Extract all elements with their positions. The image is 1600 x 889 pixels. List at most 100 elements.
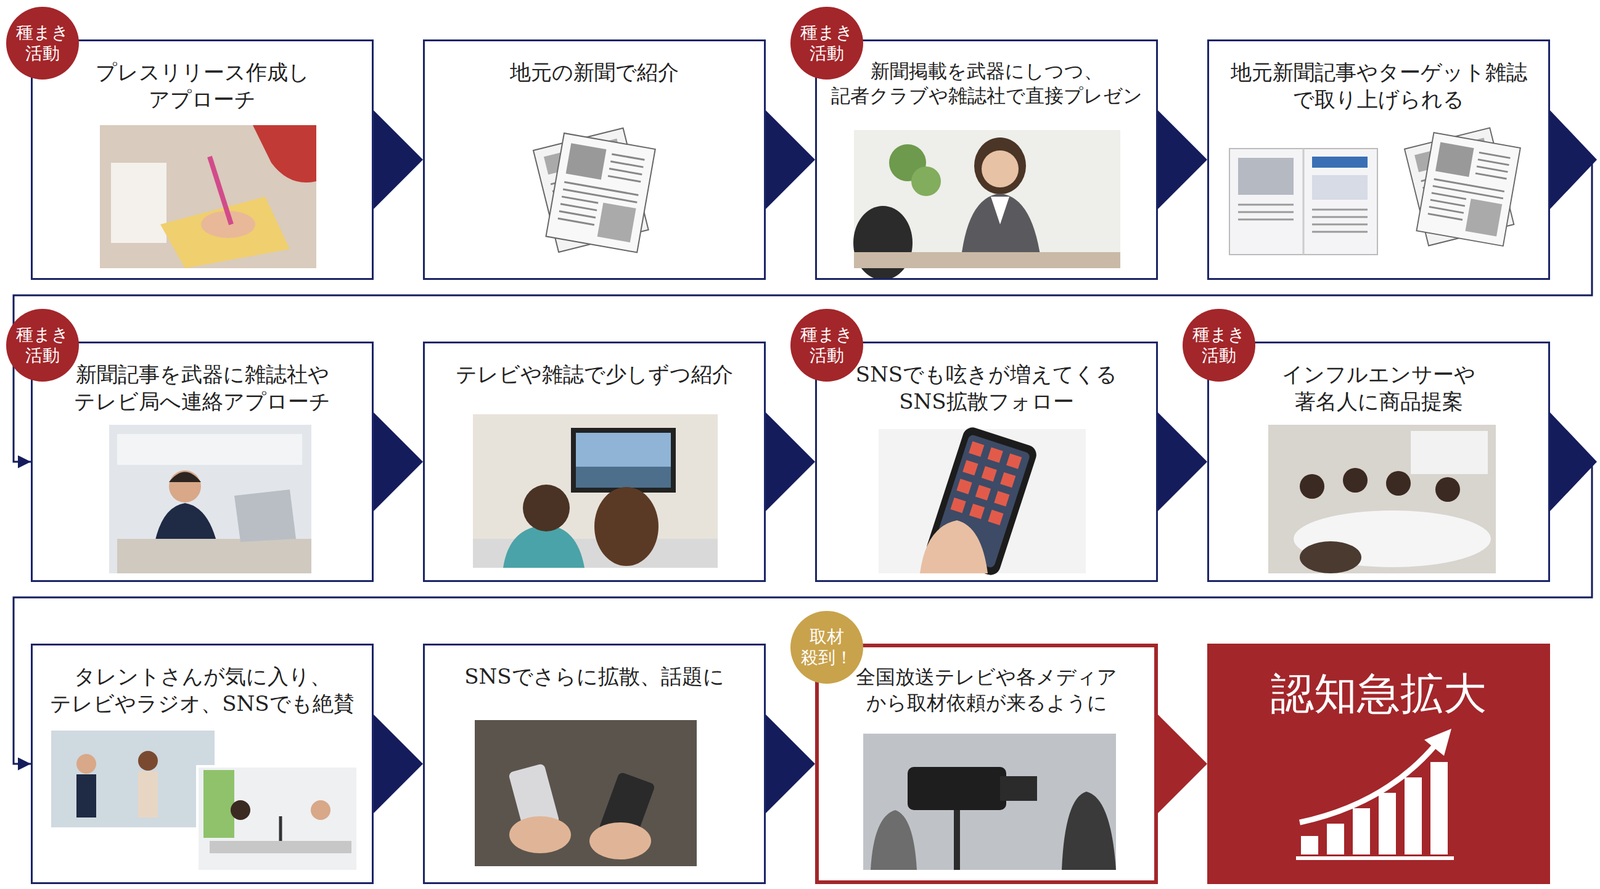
- photo-meeting: [1268, 424, 1496, 574]
- photo-ground: [1268, 424, 1496, 574]
- chevron-connector: [1157, 412, 1208, 512]
- photo-ground: [474, 720, 697, 867]
- photo-tv: [472, 414, 718, 568]
- face: [981, 150, 1019, 188]
- step-text: SNSでも呟きが増えてくる SNS拡散フォロー: [823, 360, 1150, 415]
- connector-group: [1157, 714, 1208, 814]
- connector-group: [13, 110, 1597, 462]
- tv-sky: [575, 432, 671, 467]
- step-box: 新聞掲載を武器にしつつ、 記者クラブや雑誌社で直接プレゼン: [815, 39, 1158, 280]
- tv: [570, 427, 676, 493]
- step-box: プレスリリース作成し アプローチ: [30, 39, 374, 280]
- chevron-connector: [765, 110, 816, 210]
- screen: [1410, 430, 1488, 475]
- connector-group: [765, 110, 816, 210]
- connector-group: [1157, 110, 1208, 210]
- chart-bar: [1404, 777, 1422, 855]
- result-panel: [1207, 643, 1551, 885]
- camera-body: [907, 767, 1007, 811]
- camera-lens: [1000, 776, 1038, 801]
- hair: [168, 472, 202, 483]
- desk: [117, 538, 312, 574]
- hand: [919, 520, 988, 574]
- step-box: SNSでさらに拡散、話題に: [422, 643, 766, 885]
- chart-bar: [1300, 836, 1319, 855]
- person: [1299, 474, 1325, 499]
- person: [1061, 791, 1116, 870]
- wall-panel: [203, 770, 235, 838]
- photo-ground: [472, 414, 718, 568]
- connector-group: [1157, 412, 1208, 512]
- magazine: [1229, 148, 1378, 255]
- chevron-connector: [373, 110, 423, 210]
- microphone: [279, 816, 283, 842]
- chart-bar: [1326, 823, 1345, 855]
- badge-text: 種まき 活動: [6, 22, 79, 64]
- seed-badge: 種まき 活動: [6, 6, 79, 80]
- photo-ground: [878, 429, 1086, 574]
- connector-group: [373, 714, 423, 814]
- plant: [911, 166, 941, 197]
- hair: [974, 137, 1026, 195]
- photo-talent: [51, 730, 358, 872]
- person: [76, 754, 97, 774]
- person: [1342, 467, 1368, 493]
- photo-ground: [99, 125, 317, 269]
- connector-group: [373, 110, 423, 210]
- chart-bar: [1352, 808, 1371, 855]
- connector-group: [765, 714, 816, 814]
- head: [522, 484, 570, 532]
- magazine-fold: [1302, 148, 1305, 255]
- seed-badge: 種まき 活動: [790, 6, 864, 80]
- step-text: SNSでさらに拡散、話題に: [430, 662, 758, 690]
- badge-text: 取材 殺到！: [790, 626, 864, 668]
- photo-office: [109, 424, 312, 574]
- tripod: [953, 810, 960, 870]
- chart-bar: [1378, 792, 1396, 855]
- step-text: テレビや雑誌で少しずつ紹介: [430, 360, 758, 388]
- chart-axis: [1296, 856, 1454, 861]
- face: [168, 470, 202, 503]
- wrap-connector: [13, 159, 1592, 462]
- hair: [594, 487, 659, 567]
- photo-magazine: [1229, 127, 1521, 255]
- photo-ground: [197, 766, 358, 872]
- table: [853, 252, 1121, 269]
- hand: [589, 822, 652, 860]
- chevron-arrow: [1550, 110, 1597, 210]
- step-box: テレビや雑誌で少しずつ紹介: [422, 341, 766, 583]
- photo-ground: [109, 424, 312, 574]
- step-box: インフルエンサーや 著名人に商品提案: [1207, 341, 1551, 583]
- person: [138, 750, 158, 771]
- seed-badge: 種まき 活動: [790, 308, 864, 382]
- chevron-connector: [765, 412, 816, 512]
- chart-arrowhead: [1424, 728, 1452, 756]
- person: [230, 800, 251, 821]
- photo-phones: [474, 720, 697, 867]
- step-text: プレスリリース作成し アプローチ: [38, 58, 366, 113]
- tv-sea: [575, 466, 671, 488]
- pen: [209, 156, 232, 225]
- step-box: タレントさんが気に入り、 テレビやラジオ、SNSでも絶賛: [30, 643, 374, 885]
- connector-group: [765, 412, 816, 512]
- listener: [853, 205, 913, 280]
- step-box: SNSでも呟きが増えてくる SNS拡散フォロー: [815, 341, 1158, 583]
- photo-block: [1312, 175, 1368, 200]
- badge-text: 種まき 活動: [6, 324, 79, 366]
- window: [117, 434, 303, 465]
- photo-block: [1238, 157, 1294, 195]
- photo-ground: [863, 733, 1116, 870]
- chevron-connector: [1157, 110, 1208, 210]
- person-body: [138, 771, 158, 818]
- step-box: 地元新聞記事やターゲット雑誌 で取り上げられる: [1207, 39, 1551, 280]
- result-fill: [1207, 643, 1551, 885]
- seed-badge: 種まき 活動: [6, 308, 79, 382]
- text-lines: [1238, 204, 1368, 232]
- shirt: [503, 525, 585, 568]
- sleeve: [252, 125, 317, 183]
- person-body: [76, 774, 97, 818]
- step-text: 新聞記事を武器に雑誌社や テレビ局へ連絡アプローチ: [38, 360, 366, 415]
- hand: [509, 816, 571, 854]
- badge-text: 種まき 活動: [790, 22, 864, 64]
- shirt: [990, 196, 1010, 225]
